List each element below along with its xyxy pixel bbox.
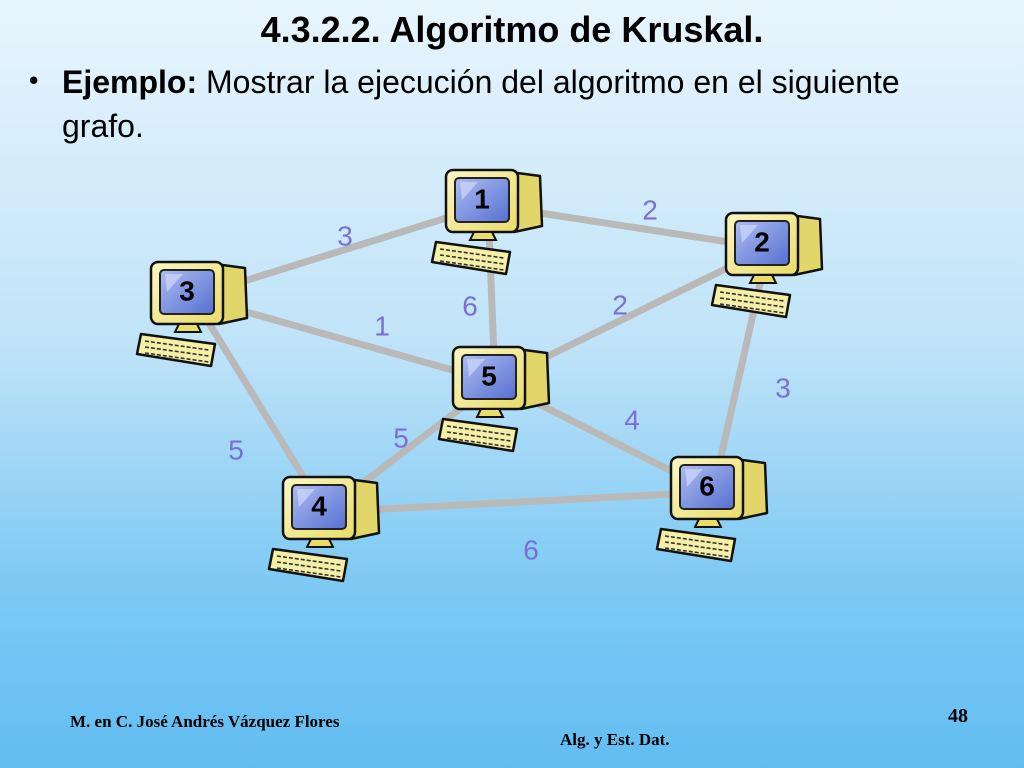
edge-weight-1-5: 6 (462, 290, 478, 321)
bullet-text: Ejemplo: Mostrar la ejecución del algori… (62, 60, 922, 148)
edge-weight-3-5: 1 (374, 310, 390, 341)
edge-weight-4-5: 5 (393, 422, 409, 453)
edge-weight-5-6: 4 (624, 404, 640, 435)
node-label-5: 5 (481, 360, 497, 391)
footer-course: Alg. y Est. Dat. (560, 730, 670, 749)
computer-icon (267, 475, 381, 583)
computer-icon (430, 168, 544, 276)
node-2: 2 (710, 211, 824, 319)
computer-icon (135, 260, 249, 368)
weights-layer: 2 3 6 2 1 3 4 5 5 6 (228, 194, 791, 565)
bullet-dot: • (26, 67, 42, 97)
slide-title: 4.3.2.2. Algoritmo de Kruskal. (260, 9, 764, 50)
node-label-4: 4 (311, 490, 327, 521)
node-label-6: 6 (699, 470, 715, 501)
node-1: 1 (430, 168, 544, 276)
footer-author: M. en C. José Andrés Vázquez Flores (70, 712, 340, 731)
page-number: 48 (948, 705, 968, 727)
edge-4-6 (321, 488, 717, 516)
edge-weight-1-2: 2 (642, 194, 658, 225)
node-label-3: 3 (179, 275, 195, 306)
edge-weight-4-6: 6 (523, 534, 539, 565)
edge-weight-2-5: 2 (612, 289, 628, 320)
computer-icon (710, 211, 824, 319)
node-3: 3 (135, 260, 249, 368)
edge-weight-1-3: 3 (337, 220, 353, 251)
bullet-label: Ejemplo: (62, 64, 198, 100)
computer-icon (655, 455, 769, 563)
node-label-1: 1 (474, 183, 490, 214)
edge-weight-2-6: 3 (775, 372, 791, 403)
node-label-2: 2 (754, 226, 770, 257)
edge-weight-3-4: 5 (228, 434, 244, 465)
bullet-body: Mostrar la ejecución del algoritmo en el… (62, 64, 900, 144)
edge-2-6 (709, 244, 772, 496)
node-4: 4 (267, 475, 381, 583)
node-6: 6 (655, 455, 769, 563)
computer-icon (437, 345, 551, 453)
nodes-layer: 1 2 3 4 5 6 (135, 168, 824, 583)
node-5: 5 (437, 345, 551, 453)
